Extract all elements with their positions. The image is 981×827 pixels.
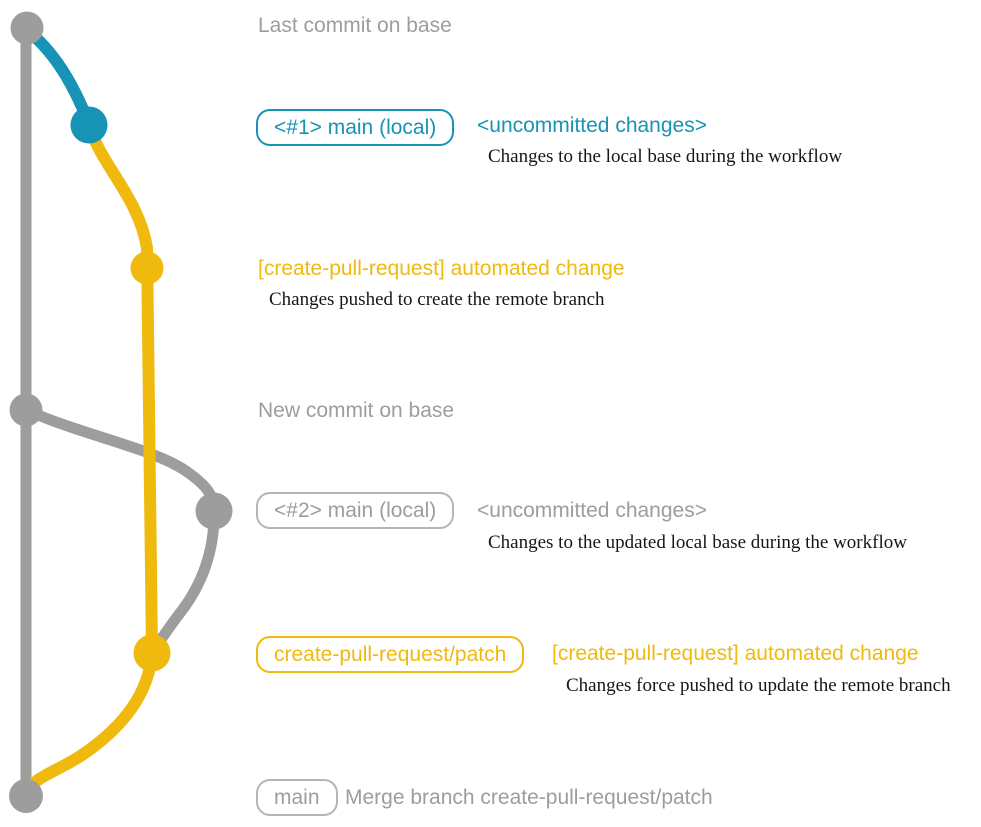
commit-dot-automated-change-2 [133,634,171,672]
commit-message-merge-branch: Merge branch create-pull-request/patch [345,786,713,809]
note-automated-change-1: Changes pushed to create the remote bran… [269,289,605,310]
note-uncommitted-changes-1: Changes to the local base during the wor… [488,146,843,167]
branch-badge-create-pull-request-patch: create-pull-request/patch [256,636,525,673]
commit-message-automated-change-2: [create-pull-request] automated change [552,642,919,665]
branch-badge-main-local-1: <#1> main (local) [256,109,455,146]
commit-message-last-commit-on-base: Last commit on base [258,14,452,37]
commit-dot-last-commit-on-base [10,11,44,45]
branch-badge-main: main [256,779,338,816]
commit-dot-new-commit-on-base [9,393,43,427]
commit-dot-local-main-2 [195,492,233,530]
branch-badge-main-local-2: <#2> main (local) [256,492,455,529]
note-automated-change-2: Changes force pushed to update the remot… [566,675,951,696]
commit-dot-automated-change-1 [130,251,164,285]
commit-message-uncommitted-changes-2: <uncommitted changes> [477,499,707,522]
note-uncommitted-changes-2: Changes to the updated local base during… [488,532,907,553]
commit-dot-local-main-1 [70,106,108,144]
commit-message-uncommitted-changes-1: <uncommitted changes> [477,114,707,137]
patch-branch-line [83,120,158,659]
patch-merge-line [20,647,158,800]
commit-message-new-commit-on-base: New commit on base [258,399,455,422]
commit-message-automated-change-1: [create-pull-request] automated change [258,257,625,280]
commit-dot-merge-commit [9,779,43,813]
local-main-2-branch-line [20,404,220,657]
